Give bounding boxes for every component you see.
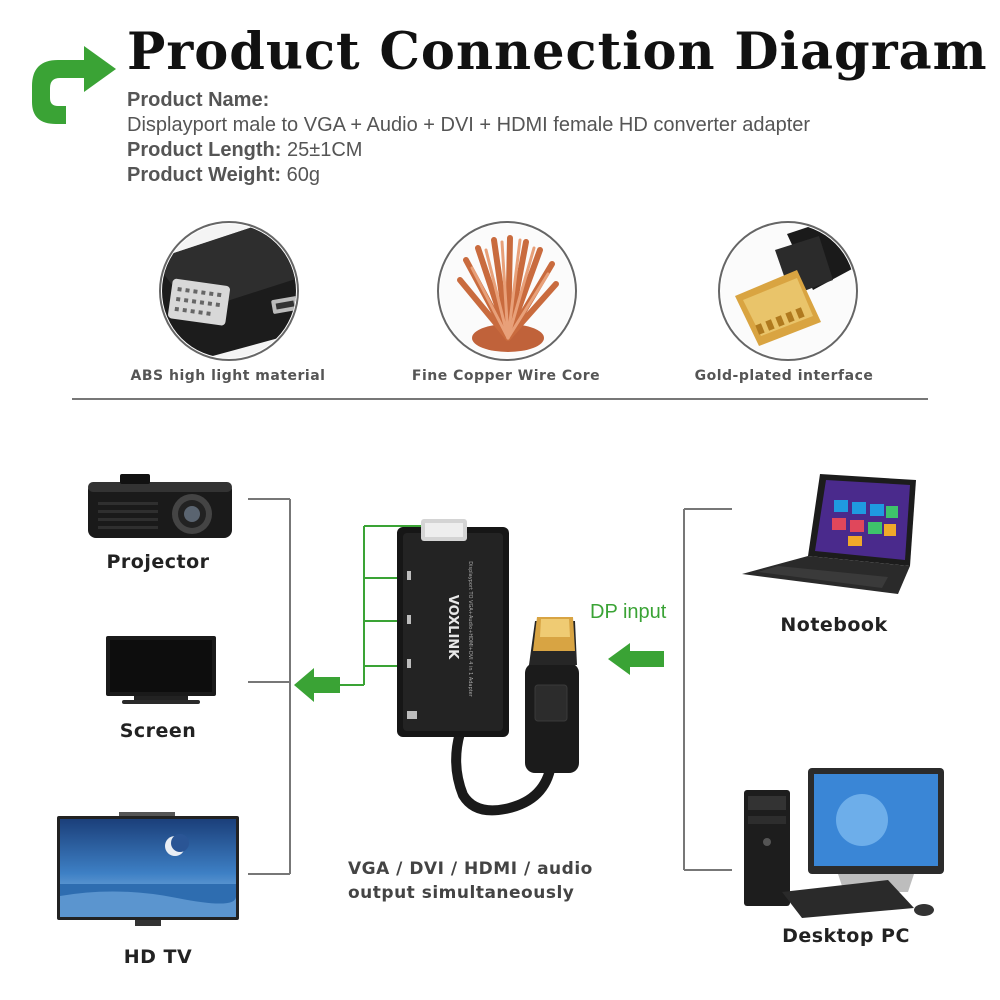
feature-label-abs: ABS high light material [130, 368, 326, 384]
output-label-screen: Screen [119, 720, 197, 742]
feature-label-gold: Gold-plated interface [694, 368, 874, 384]
adapter-brand: VOXLINK [445, 595, 460, 660]
desktop-pc-image [744, 768, 944, 918]
screen-image [106, 636, 216, 704]
product-length: Product Length: 25±1CM [127, 139, 363, 161]
output-label-projector: Projector [106, 551, 210, 573]
projector-image [88, 474, 232, 538]
dp-input-label: DP input [590, 601, 667, 623]
adapter-side-text: Displayport TO VGA+Audio+HDMI+DVI 4 in 1… [467, 561, 473, 697]
return-arrow-icon [32, 46, 116, 124]
voxlink-adapter-image: VOXLINK Displayport TO VGA+Audio+HDMI+DV… [397, 519, 579, 816]
copper-wire-image [437, 221, 577, 361]
hd-tv-image [57, 812, 239, 926]
output-label-hdtv: HD TV [123, 946, 193, 968]
page-title: Product Connection Diagram [127, 22, 988, 82]
product-name-label: Product Name: [127, 89, 270, 111]
section-divider [72, 398, 928, 400]
abs-material-image [159, 221, 299, 361]
output-caption-line1: VGA / DVI / HDMI / audio [348, 859, 593, 879]
product-name-value: Displayport male to VGA + Audio + DVI + … [127, 114, 811, 136]
output-caption-line2: output simultaneously [348, 883, 575, 903]
feature-label-copper: Fine Copper Wire Core [411, 368, 601, 384]
gold-plated-connector-image [718, 221, 858, 361]
notebook-image [742, 474, 916, 594]
output-arrow-icon [294, 668, 340, 702]
input-arrow-icon [608, 643, 664, 675]
product-weight: Product Weight: 60g [127, 164, 320, 186]
input-label-desktop: Desktop PC [782, 925, 910, 947]
input-label-notebook: Notebook [780, 614, 888, 636]
